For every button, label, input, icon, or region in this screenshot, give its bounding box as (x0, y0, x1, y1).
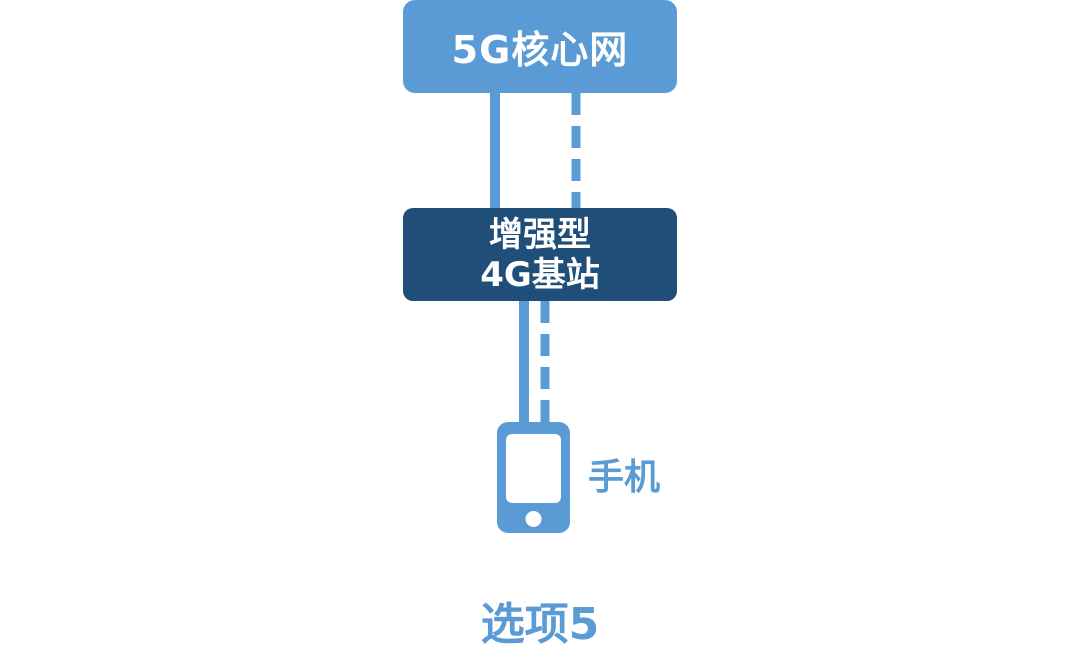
phone-label: 手机 (588, 457, 661, 498)
core-label: 5G核心网 (451, 28, 629, 72)
option-caption: 选项5 (480, 599, 600, 650)
mobile-phone-icon (497, 422, 570, 533)
enb-label-line1: 增强型 (489, 214, 591, 255)
phone-home-button (525, 511, 542, 527)
enhanced-4g-base-station-box: 增强型 4G基站 (403, 208, 677, 301)
enb-label-line2: 4G基站 (480, 254, 600, 295)
phone-screen (506, 434, 561, 503)
5g-core-network-box: 5G核心网 (403, 0, 677, 93)
